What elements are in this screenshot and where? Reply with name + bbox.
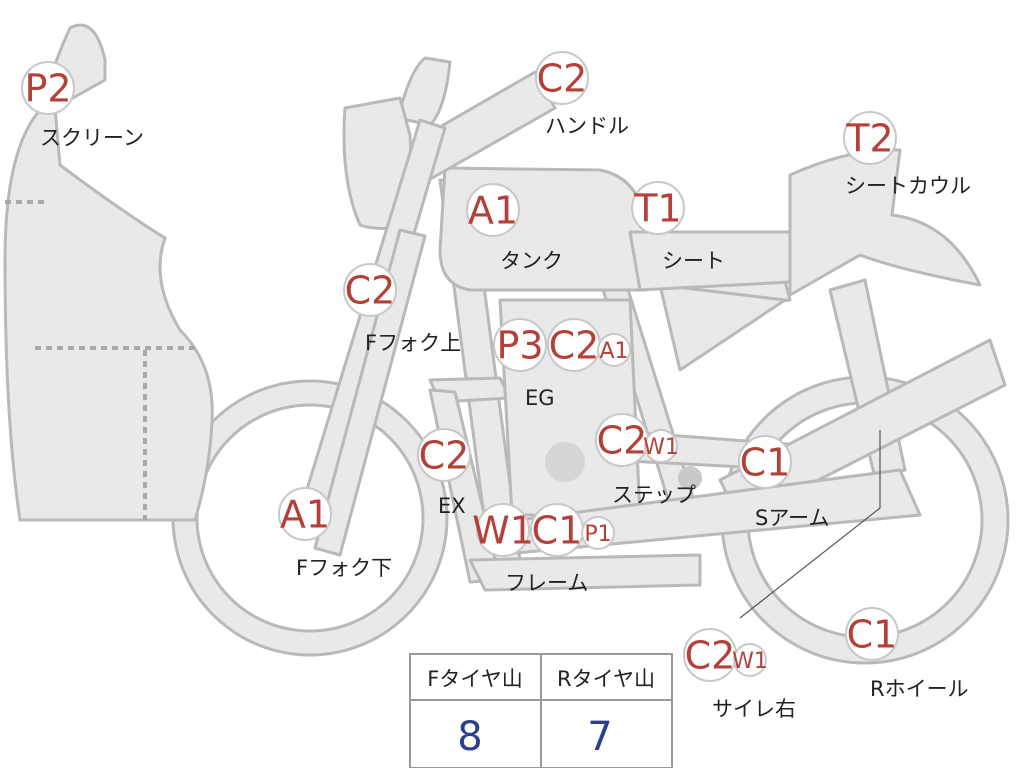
label-handle: ハンドル bbox=[545, 114, 629, 138]
screen-cowl bbox=[3, 23, 214, 522]
label-seat-cowl: シートカウル bbox=[845, 174, 971, 198]
badge-handle: C2 bbox=[535, 51, 589, 105]
badge-code: T1 bbox=[633, 187, 681, 231]
badge-code: C2 bbox=[549, 324, 600, 368]
badge-circle bbox=[343, 263, 397, 317]
label-engine: EG bbox=[525, 386, 555, 410]
badge-code: T2 bbox=[845, 117, 893, 161]
label-rear-wheel: Rホイール bbox=[870, 677, 969, 701]
badge-silencer-b: W1 bbox=[732, 643, 768, 677]
badge-code: C1 bbox=[740, 441, 791, 485]
badge-tank: A1 bbox=[466, 183, 520, 237]
seat-cowl-shape bbox=[788, 148, 982, 297]
badge-code: C2 bbox=[597, 419, 648, 463]
badge-silencer-a: C2 bbox=[683, 628, 737, 682]
badge-code: W1 bbox=[472, 509, 534, 553]
badge-circle bbox=[644, 429, 678, 463]
silencer-leader bbox=[739, 430, 881, 619]
badge-step-b: W1 bbox=[643, 429, 679, 463]
badge-circle bbox=[845, 607, 899, 661]
label-fork-upper: Fフォク上 bbox=[365, 331, 461, 355]
badge-frame-c: P1 bbox=[581, 516, 615, 550]
badge-circle bbox=[493, 318, 547, 372]
badge-circle bbox=[738, 435, 792, 489]
badge-circle bbox=[597, 333, 631, 367]
front-tread-header: Fタイヤ山 bbox=[427, 667, 522, 691]
badge-engine-a: P3 bbox=[493, 318, 547, 372]
badge-code: C2 bbox=[345, 269, 396, 313]
badge-circle bbox=[466, 183, 520, 237]
label-seat: シート bbox=[662, 249, 725, 273]
badge-circle bbox=[417, 428, 471, 482]
badge-engine-c: A1 bbox=[597, 333, 631, 367]
badge-circle bbox=[476, 503, 530, 557]
label-exhaust: EX bbox=[438, 494, 466, 518]
badge-code: P3 bbox=[496, 324, 543, 368]
badge-code: C1 bbox=[847, 613, 898, 657]
badge-code: P1 bbox=[584, 522, 611, 547]
label-silencer: サイレ右 bbox=[712, 697, 796, 721]
badge-screen: P2 bbox=[21, 61, 75, 115]
badge-code: C2 bbox=[537, 57, 588, 101]
badge-code: W1 bbox=[643, 435, 679, 460]
badge-code: A1 bbox=[599, 339, 628, 364]
badge-code: W1 bbox=[732, 649, 768, 674]
badge-code: C2 bbox=[685, 634, 736, 678]
badge-circle bbox=[843, 111, 897, 165]
badge-circle bbox=[535, 51, 589, 105]
badge-circle bbox=[21, 61, 75, 115]
rear-tread-header: Rタイヤ山 bbox=[557, 667, 655, 691]
label-tank: タンク bbox=[500, 249, 563, 273]
side-panel bbox=[658, 283, 787, 372]
badge-rear-wheel: C1 bbox=[845, 607, 899, 661]
badge-code: A1 bbox=[468, 189, 518, 233]
label-fork-lower: Fフォク下 bbox=[296, 556, 392, 580]
engine-cover bbox=[545, 442, 585, 482]
badge-fork-lower: A1 bbox=[278, 487, 332, 541]
label-frame: フレーム bbox=[505, 571, 588, 595]
front-fork-lower bbox=[313, 228, 427, 557]
badge-step-a: C2 bbox=[595, 413, 649, 467]
tread-table: Fタイヤ山 Rタイヤ山 8 7 bbox=[409, 653, 673, 768]
badge-circle bbox=[631, 181, 685, 235]
badge-seat: T1 bbox=[631, 181, 685, 235]
frame-bottom bbox=[468, 553, 702, 592]
rear-tread-value: 7 bbox=[587, 714, 612, 760]
badge-circle bbox=[581, 516, 615, 550]
badge-code: C2 bbox=[419, 434, 470, 478]
badge-swingarm: C1 bbox=[738, 435, 792, 489]
badge-seat-cowl: T2 bbox=[843, 111, 897, 165]
badge-engine-b: C2 bbox=[547, 318, 601, 372]
badge-exhaust: C2 bbox=[417, 428, 471, 482]
badge-code: A1 bbox=[280, 493, 330, 537]
step-peg bbox=[678, 466, 702, 490]
badge-frame-b: C1 bbox=[530, 503, 584, 557]
badge-frame-a: W1 bbox=[472, 503, 534, 557]
mirror bbox=[396, 56, 452, 127]
badge-circle bbox=[733, 643, 767, 677]
badge-circle bbox=[278, 487, 332, 541]
badge-code: C1 bbox=[532, 509, 583, 553]
label-step: ステップ bbox=[612, 483, 696, 507]
front-tread-value: 8 bbox=[457, 714, 482, 760]
badge-code: P2 bbox=[24, 67, 71, 111]
label-swingarm: Sアーム bbox=[755, 506, 829, 530]
badge-fork-upper: C2 bbox=[343, 263, 397, 317]
label-screen: スクリーン bbox=[40, 126, 144, 150]
